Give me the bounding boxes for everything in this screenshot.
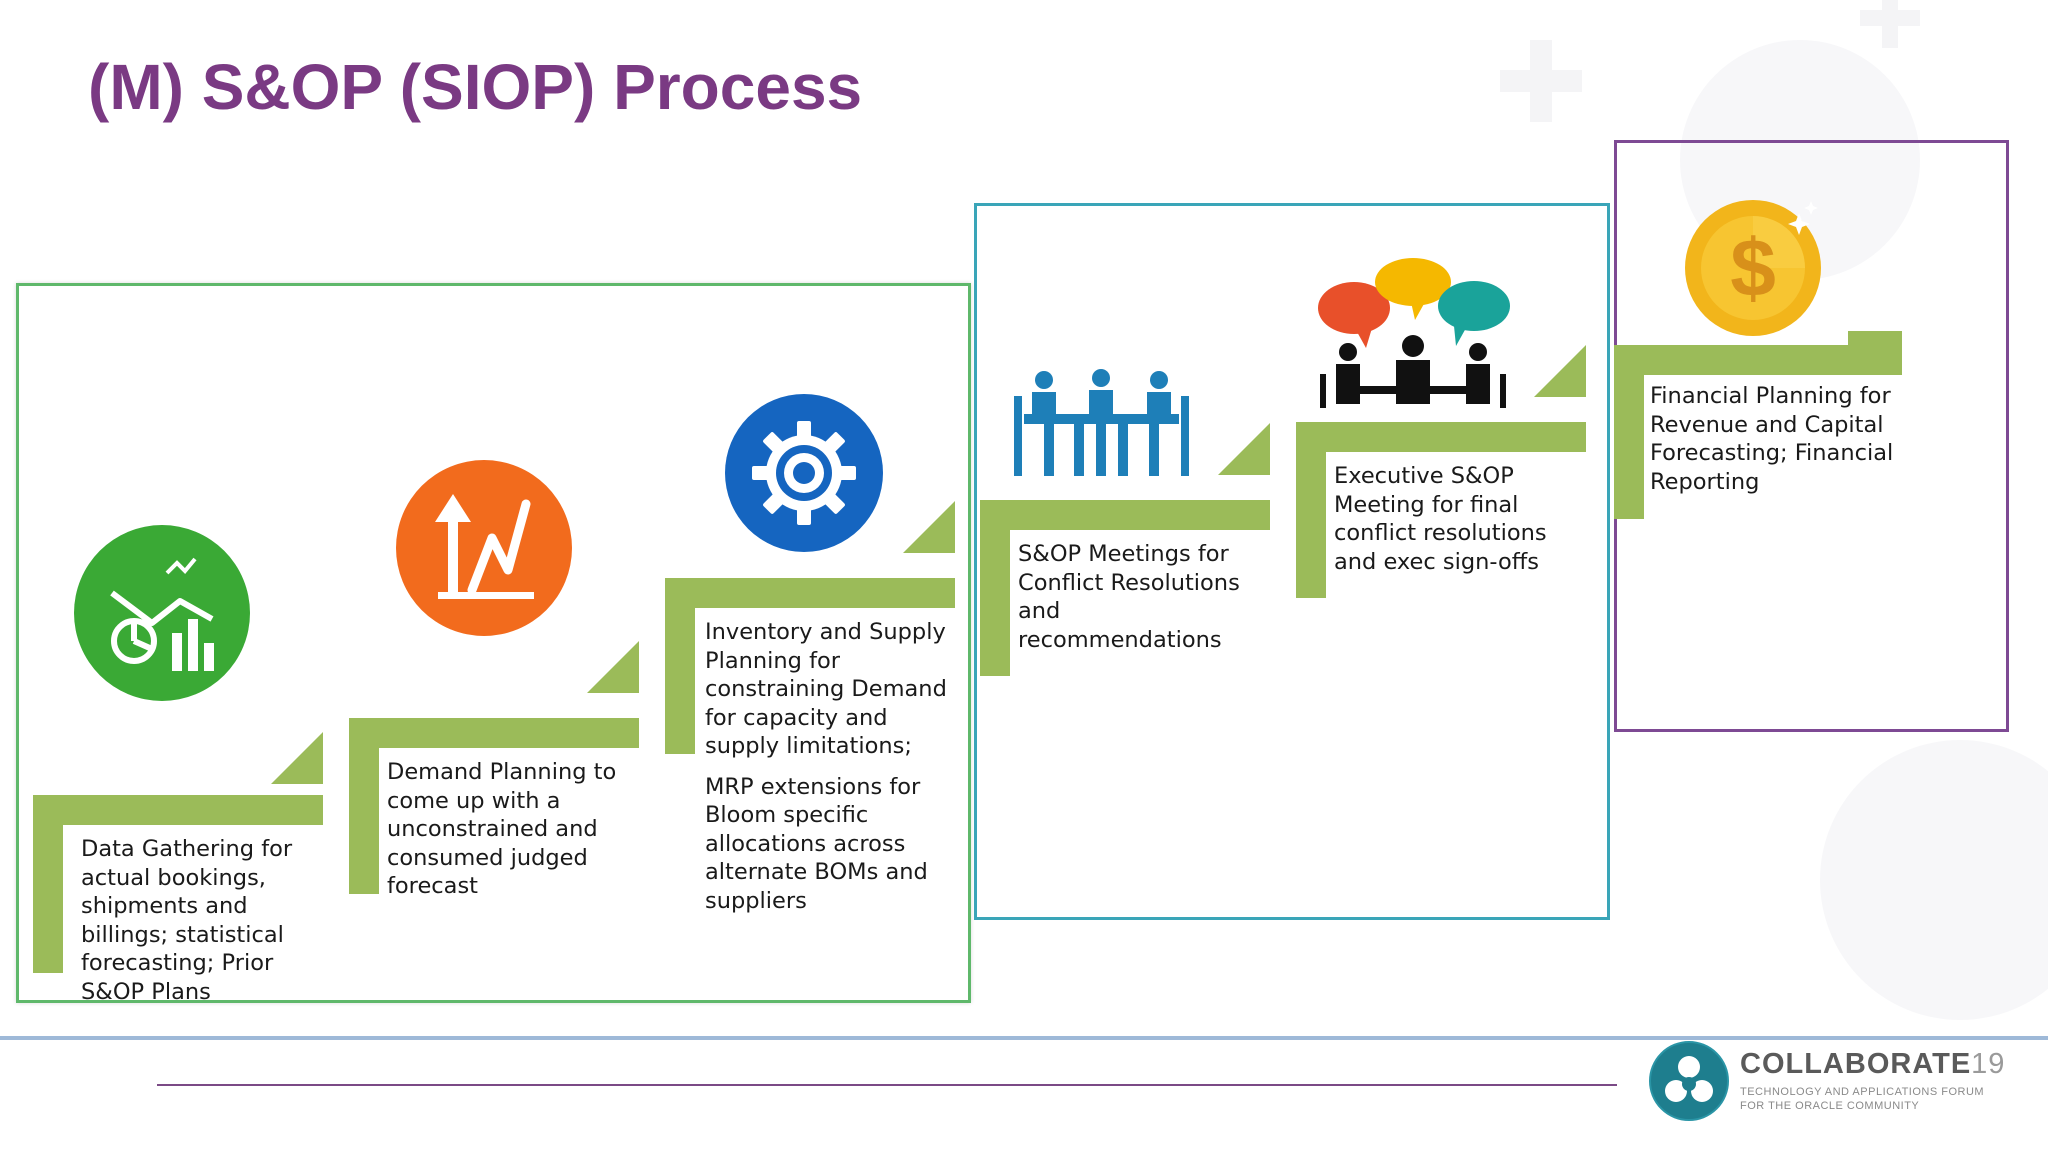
executive-discussion-icon <box>1318 258 1510 408</box>
logo-wordmark: COLLABORATE19 <box>1740 1048 2005 1081</box>
step-demand-planning: Demand Planning to come up with a uncons… <box>349 641 639 901</box>
step-text: S&OP Meetings for Conflict Resolutions a… <box>1018 540 1268 654</box>
chart-analysis-icon <box>74 525 250 701</box>
footer-rule <box>157 1084 1617 1086</box>
logo-tagline-1: TECHNOLOGY AND APPLICATIONS FORUM <box>1740 1086 1985 1098</box>
footer-divider <box>0 1036 2048 1040</box>
step-data-gathering: Data Gathering for actual bookings, ship… <box>33 732 323 1005</box>
step-bar-vertical <box>665 578 695 754</box>
phase-frame-data-demand-supply <box>16 283 971 1003</box>
step-paragraph: Demand Planning to come up with a uncons… <box>387 759 617 899</box>
step-bar <box>665 578 955 608</box>
step-bar-vertical <box>349 718 379 894</box>
step-bar <box>980 500 1270 530</box>
step-arrow <box>1534 345 1586 397</box>
step-paragraph: S&OP Meetings for Conflict Resolutions a… <box>1018 541 1240 653</box>
collaborate-logo-mark <box>1649 1041 1729 1121</box>
step-paragraph: Inventory and Supply Planning for constr… <box>705 619 947 759</box>
logo-year: 19 <box>1971 1048 2006 1080</box>
step-text: Demand Planning to come up with a uncons… <box>387 758 637 901</box>
step-bar <box>349 718 639 748</box>
dollar-coin-icon: $ <box>1685 200 1821 336</box>
step-bar-vertical <box>1614 345 1644 519</box>
slide-title: (M) S&OP (SIOP) Process <box>88 51 863 123</box>
logo-name: COLLABORATE <box>1740 1048 1972 1080</box>
step-bar-vertical <box>33 795 63 973</box>
trend-up-icon <box>396 460 572 636</box>
step-bar <box>1296 422 1586 452</box>
step-financial-planning: Financial Planning for Revenue and Capit… <box>1614 331 1904 521</box>
step-arrow <box>903 501 955 553</box>
svg-text:$: $ <box>1730 223 1776 314</box>
logo-tagline-2: FOR THE ORACLE COMMUNITY <box>1740 1100 1920 1112</box>
step-text: Financial Planning for Revenue and Capit… <box>1650 382 1900 496</box>
step-bar-right <box>1848 331 1902 361</box>
step-inventory-supply: Inventory and Supply Planning for constr… <box>665 501 955 914</box>
step-text: Executive S&OP Meeting for final conflic… <box>1334 462 1584 576</box>
collaborate-logo: COLLABORATE19 TECHNOLOGY AND APPLICATION… <box>1648 1040 2028 1121</box>
step-arrow <box>587 641 639 693</box>
step-executive-meeting: Executive S&OP Meeting for final conflic… <box>1296 345 1586 602</box>
step-paragraph: Financial Planning for Revenue and Capit… <box>1650 383 1894 495</box>
step-arrow <box>271 732 323 784</box>
step-arrow <box>1218 423 1270 475</box>
phase-frame-meetings <box>974 203 1610 920</box>
step-text: Inventory and Supply Planning for constr… <box>705 618 955 915</box>
step-paragraph: Data Gathering for actual bookings, ship… <box>81 836 293 1005</box>
step-bar-vertical <box>1296 422 1326 598</box>
step-text: Data Gathering for actual bookings, ship… <box>81 835 331 1006</box>
step-sop-meetings: S&OP Meetings for Conflict Resolutions a… <box>980 423 1270 680</box>
step-bar-vertical <box>980 500 1010 676</box>
step-bar <box>33 795 323 825</box>
meeting-table-icon <box>1014 369 1189 476</box>
step-paragraph: Executive S&OP Meeting for final conflic… <box>1334 463 1547 575</box>
gear-icon <box>725 394 883 552</box>
step-paragraph: MRP extensions for Bloom specific alloca… <box>705 773 928 914</box>
